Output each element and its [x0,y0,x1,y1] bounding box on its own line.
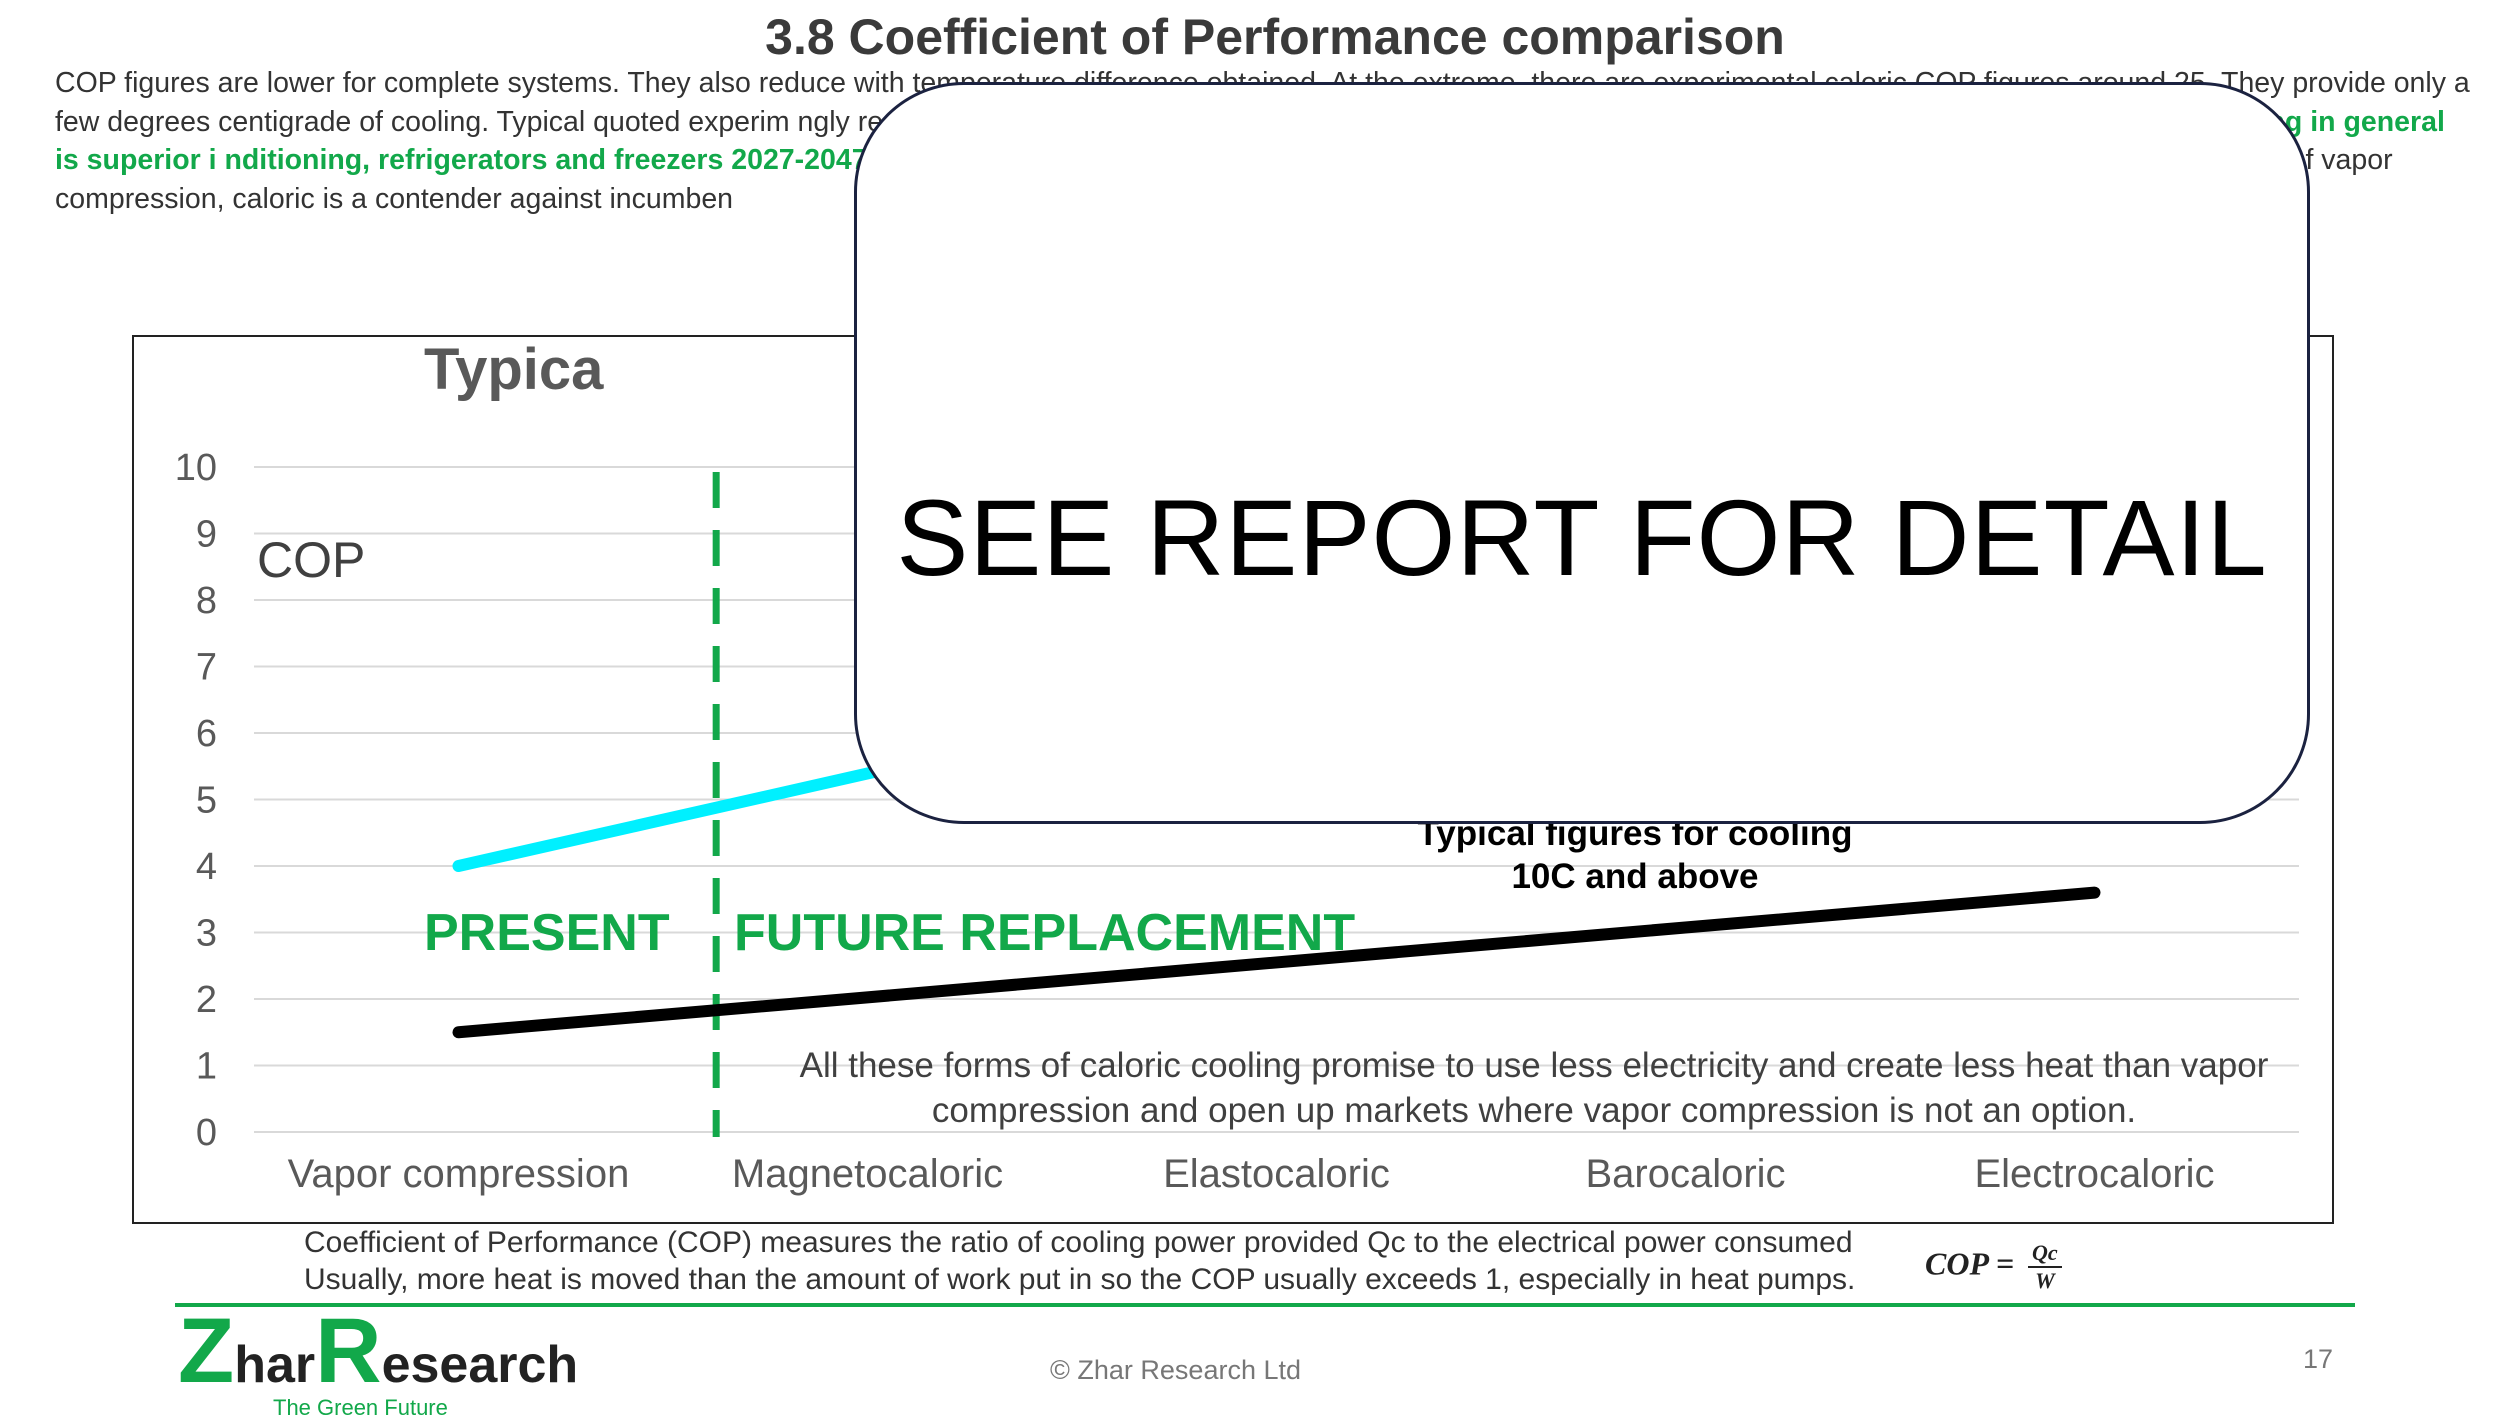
logo-har: har [234,1336,316,1394]
logo-wordmark: ZharResearch [178,1305,579,1397]
y-tick-label: 5 [196,780,217,822]
footnote-line-1: Coefficient of Performance (COP) measure… [304,1226,1853,1259]
y-tick-label: 6 [196,713,217,755]
present-label: PRESENT [424,904,670,962]
formula-numerator: Qc [2028,1240,2062,1268]
formula-denominator: W [2035,1268,2055,1293]
x-tick-label: Magnetocaloric [732,1152,1003,1196]
y-tick-label: 8 [196,580,217,622]
cop-formula: COP = Qc W [1925,1240,2062,1294]
y-tick-label: 9 [196,514,217,556]
logo-r: R [315,1300,382,1402]
cop-footnote: Coefficient of Performance (COP) measure… [304,1224,1855,1298]
page-number: 17 [2303,1344,2334,1374]
future-label: FUTURE REPLACEMENT [734,904,1355,962]
formula-fraction: Qc W [2028,1240,2062,1294]
series-line-0 [452,753,935,872]
y-tick-label: 0 [196,1112,217,1154]
y-tick-label: 4 [196,846,217,888]
y-axis-label: COP [257,532,365,588]
chart-title: Typica [424,337,604,402]
y-tick-label: 7 [196,647,217,689]
cooling-note-2: 10C and above [1511,857,1758,896]
copyright: © Zhar Research Ltd [1050,1355,1302,1385]
x-tick-label: Elastocaloric [1163,1152,1390,1196]
series-line-1 [452,886,2101,1039]
y-tick-label: 2 [196,979,217,1021]
caloric-claim-2: compression and open up markets where va… [932,1091,2136,1130]
y-tick-label: 1 [196,1046,217,1088]
slide-title: 3.8 Coefficient of Performance compariso… [765,9,1785,65]
x-tick-label: Vapor compression [288,1152,630,1196]
see-report-overlay: SEE REPORT FOR DETAIL [854,82,2310,824]
y-tick-label: 3 [196,913,217,955]
zhar-research-logo: ZharResearch The Green Future [178,1305,579,1421]
overlay-text: SEE REPORT FOR DETAIL [896,477,2268,598]
x-tick-label: Barocaloric [1585,1152,1785,1196]
logo-z: Z [178,1300,235,1402]
y-tick-label: 10 [175,447,217,489]
x-tick-label: Electrocaloric [1974,1152,2214,1196]
logo-esearch: esearch [381,1336,579,1394]
formula-lhs: COP = [1925,1245,2015,1282]
footnote-line-2: Usually, more heat is moved than the amo… [304,1263,1856,1296]
footer-divider [175,1303,2355,1307]
caloric-claim-1: All these forms of caloric cooling promi… [800,1046,2269,1085]
